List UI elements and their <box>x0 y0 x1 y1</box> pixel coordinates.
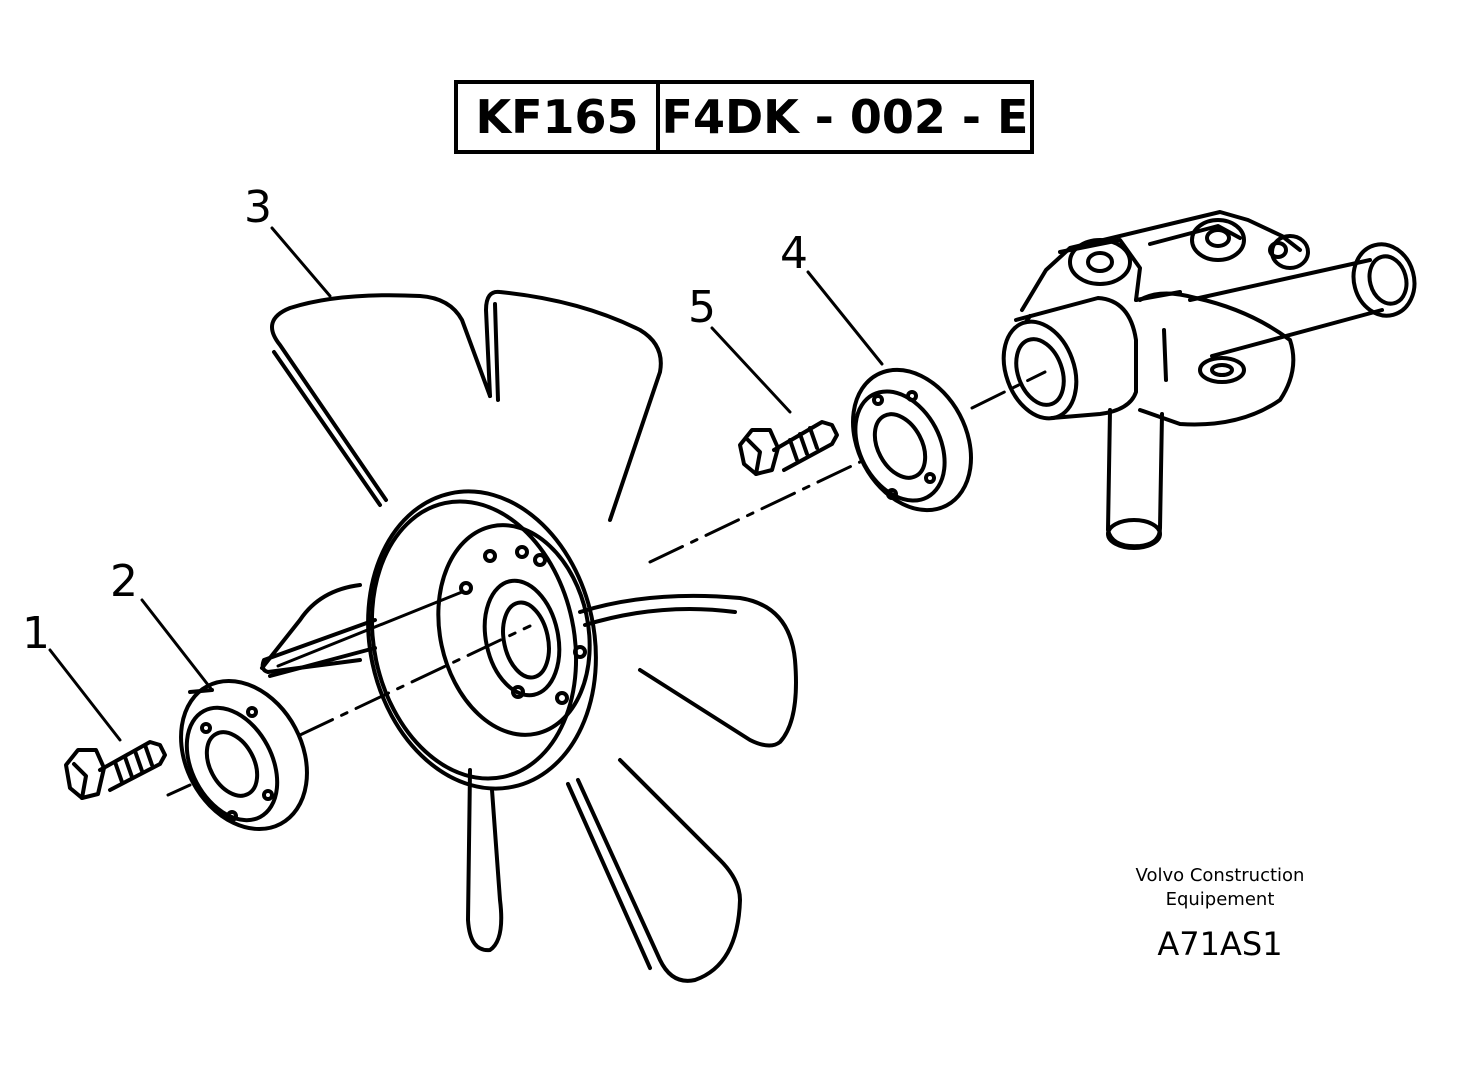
figure-code: A71AS1 <box>1157 925 1283 963</box>
bolt-part-1 <box>64 740 167 800</box>
callout-5: 5 <box>688 282 716 333</box>
model-label: KF165 <box>458 84 660 150</box>
callout-3: 3 <box>244 182 272 233</box>
callout-2: 2 <box>110 556 138 607</box>
fan-part-3 <box>260 289 798 983</box>
group-code-label: F4DK - 002 - E <box>661 90 1029 144</box>
bolt-part-5 <box>738 420 839 476</box>
leader-lines <box>48 226 884 742</box>
spacer-part-4 <box>851 367 973 513</box>
spacer-part-2 <box>179 678 309 832</box>
brand-line-2: Equipement <box>1165 889 1275 910</box>
brand-block: Volvo Construction Equipement <box>1110 864 1330 912</box>
assembly-axis-line <box>166 370 1047 797</box>
title-block: KF165 F4DK - 002 - E <box>454 80 1034 154</box>
callout-4: 4 <box>780 228 808 279</box>
callout-1: 1 <box>22 608 50 659</box>
brand-line-1: Volvo Construction <box>1135 865 1305 886</box>
water-pump-housing <box>1001 210 1417 550</box>
